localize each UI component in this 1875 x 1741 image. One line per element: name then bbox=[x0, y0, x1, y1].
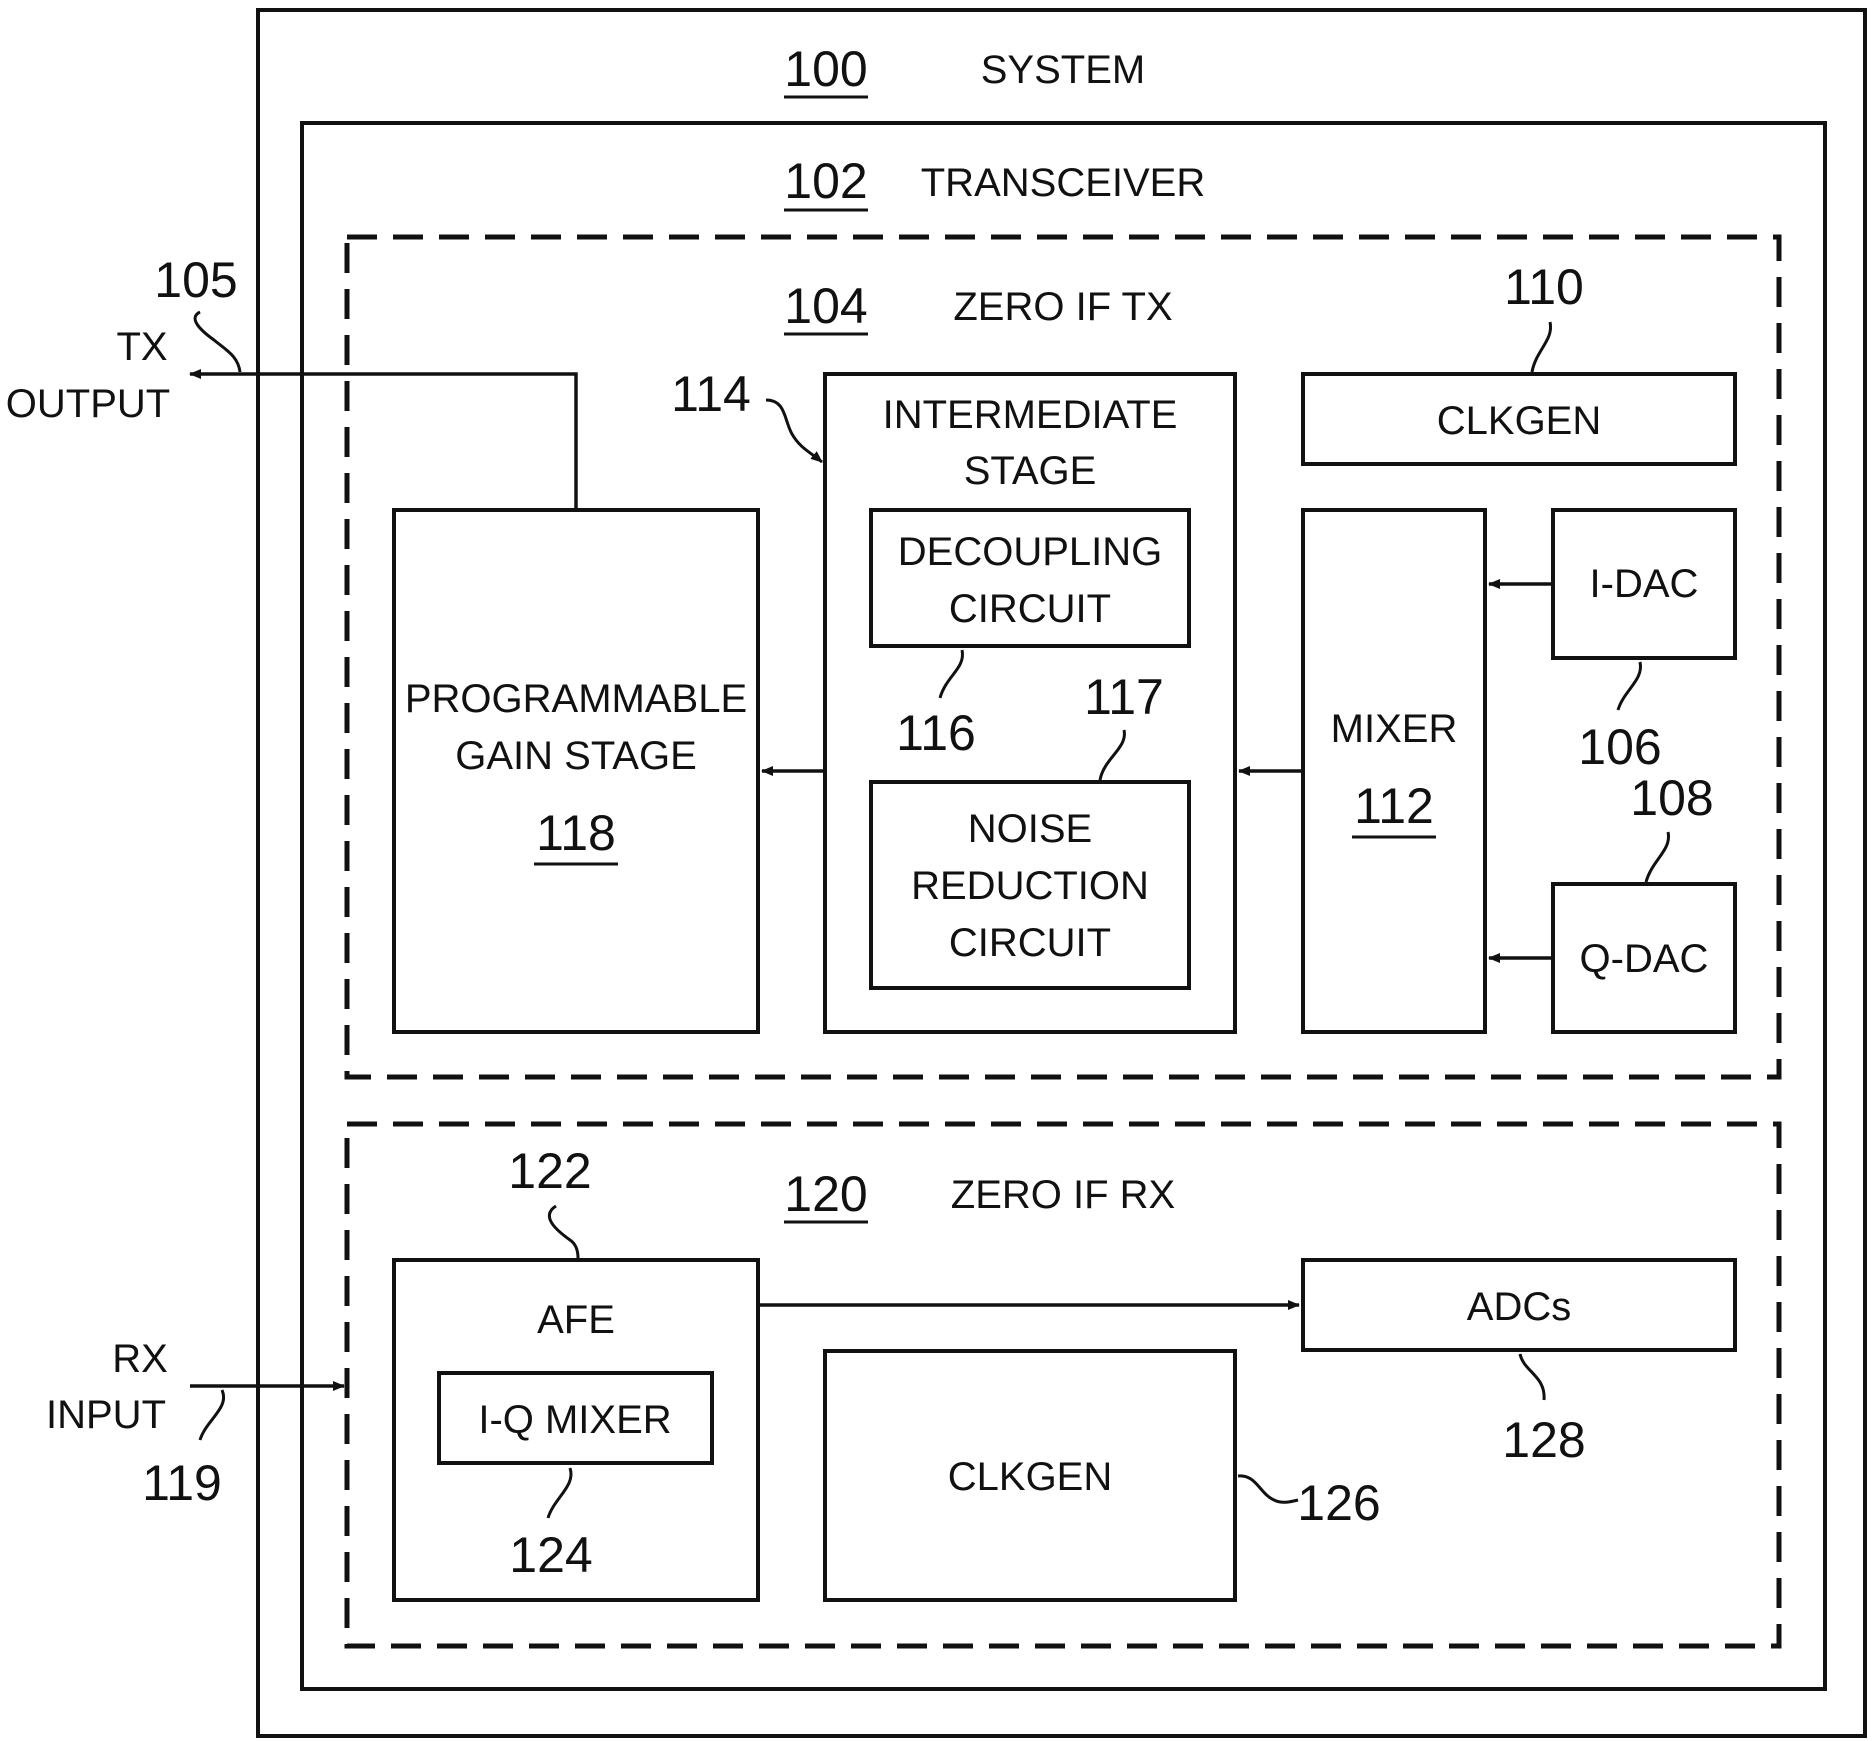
programmable-gain-stage-ref: 118 bbox=[536, 805, 616, 861]
q-dac-ref-leader bbox=[1646, 832, 1669, 882]
noise-reduction-circuit-ref: 117 bbox=[1084, 669, 1164, 725]
rx-clkgen-ref-leader bbox=[1238, 1476, 1298, 1502]
tx-output-label-line1: TX bbox=[116, 325, 167, 369]
i-dac-label: I-DAC bbox=[1590, 562, 1699, 606]
programmable-gain-stage-label-line2: GAIN STAGE bbox=[455, 734, 697, 778]
decoupling-circuit-label-line1: DECOUPLING bbox=[898, 530, 1163, 574]
adcs-ref-leader bbox=[1520, 1354, 1544, 1400]
iq-mixer-ref: 124 bbox=[509, 1527, 592, 1583]
intermediate-stage-ref-leader bbox=[766, 400, 822, 462]
intermediate-stage-label-line1: INTERMEDIATE bbox=[883, 393, 1178, 437]
iq-mixer-label: I-Q MIXER bbox=[478, 1398, 671, 1442]
afe-ref: 122 bbox=[508, 1143, 591, 1199]
tx-clkgen-ref: 110 bbox=[1504, 259, 1584, 315]
tx-clkgen-ref-leader bbox=[1532, 322, 1551, 372]
mixer-box bbox=[1303, 510, 1485, 1032]
rx-input-label-line2: INPUT bbox=[46, 1393, 166, 1437]
rx-input-label-line1: RX bbox=[112, 1337, 168, 1381]
afe-ref-leader bbox=[549, 1206, 578, 1258]
tx-output-ref: 105 bbox=[154, 252, 237, 308]
zero-if-rx-label: ZERO IF RX bbox=[951, 1173, 1175, 1217]
adcs-ref: 128 bbox=[1502, 1412, 1585, 1468]
mixer-ref: 112 bbox=[1354, 778, 1434, 834]
decoupling-circuit-ref: 116 bbox=[896, 705, 976, 761]
intermediate-stage-label-line2: STAGE bbox=[964, 449, 1097, 493]
rx-clkgen-ref: 126 bbox=[1297, 1475, 1380, 1531]
tx-output-label-line2: OUTPUT bbox=[6, 382, 170, 426]
i-dac-ref-leader bbox=[1618, 662, 1641, 710]
afe-label: AFE bbox=[537, 1298, 615, 1342]
rx-input-ref-leader bbox=[200, 1390, 224, 1440]
q-dac-ref: 108 bbox=[1630, 770, 1713, 826]
zero-if-rx-ref: 120 bbox=[784, 1166, 867, 1222]
i-dac-ref: 106 bbox=[1578, 719, 1661, 775]
decoupling-circuit-label-line2: CIRCUIT bbox=[949, 587, 1111, 631]
noise-reduction-circuit-label-line1: NOISE bbox=[968, 807, 1092, 851]
zero-if-tx-label: ZERO IF TX bbox=[953, 285, 1172, 329]
mixer-label: MIXER bbox=[1331, 707, 1458, 751]
noise-reduction-circuit-label-line3: CIRCUIT bbox=[949, 921, 1111, 965]
tx-output-ref-leader bbox=[195, 312, 240, 372]
system-label: SYSTEM bbox=[981, 48, 1145, 92]
tx-output-arrow bbox=[190, 374, 576, 510]
zero-if-tx-ref: 104 bbox=[784, 278, 867, 334]
system-ref: 100 bbox=[784, 41, 867, 97]
tx-clkgen-label: CLKGEN bbox=[1437, 399, 1602, 443]
rx-input-ref: 119 bbox=[142, 1455, 222, 1511]
intermediate-stage-ref: 114 bbox=[671, 366, 751, 422]
programmable-gain-stage-label-line1: PROGRAMMABLE bbox=[405, 677, 747, 721]
adcs-label: ADCs bbox=[1467, 1285, 1571, 1329]
noise-reduction-circuit-label-line2: REDUCTION bbox=[911, 864, 1149, 908]
rx-clkgen-label: CLKGEN bbox=[948, 1455, 1113, 1499]
transceiver-label: TRANSCEIVER bbox=[921, 161, 1206, 205]
transceiver-ref: 102 bbox=[784, 153, 867, 209]
q-dac-label: Q-DAC bbox=[1580, 937, 1709, 981]
